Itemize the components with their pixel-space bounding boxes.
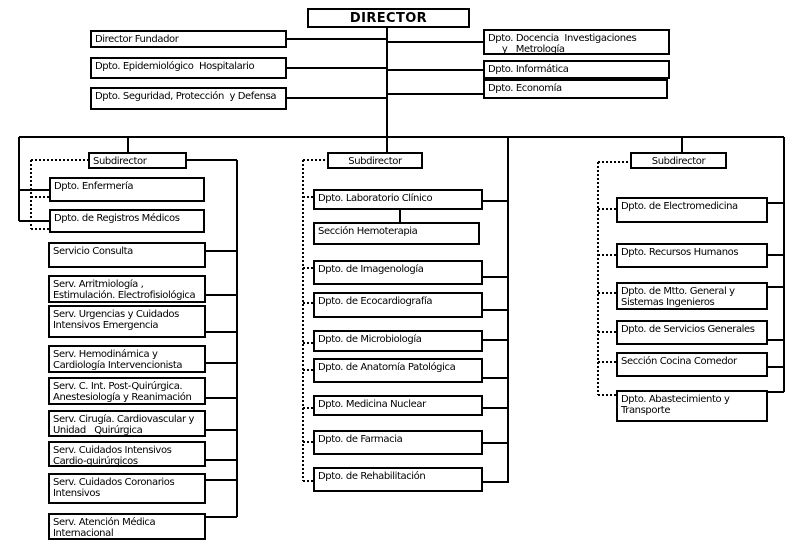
node-dpto-seguridad: Dpto. Seguridad, Protección y Defensa (90, 87, 287, 110)
node-serv-urgencias: Serv. Urgencias y Cuidados Intensivos Em… (48, 305, 206, 338)
node-subdirector-1: Subdirector (88, 152, 187, 169)
node-dpto-abastecimiento: Dpto. Abastecimiento y Transporte (616, 390, 768, 422)
node-servicio-consulta: Servicio Consulta (48, 242, 206, 268)
node-dpto-informatica: Dpto. Informática (483, 60, 670, 79)
node-dpto-mtto-general: Dpto. de Mtto. General y Sistemas Ingeni… (616, 282, 768, 310)
node-seccion-hemoterapia: Sección Hemoterapia (313, 222, 480, 245)
node-serv-arritmologia: Serv. Arritmiología , Estimulación. Elec… (48, 275, 206, 303)
node-dpto-medicina-nuclear: Dpto. Medicina Nuclear (313, 395, 483, 416)
node-dpto-economia: Dpto. Economía (483, 79, 668, 99)
node-director-fundador: Director Fundador (90, 30, 287, 48)
node-subdirector-2: Subdirector (327, 152, 423, 169)
dotted-connectors (30, 159, 630, 482)
node-dpto-registros-medicos: Dpto. de Registros Médicos (49, 209, 205, 233)
node-dpto-imagenologia: Dpto. de Imagenología (313, 260, 483, 285)
node-dpto-laboratorio-clinico: Dpto. Laboratorio Clínico (313, 189, 483, 210)
node-serv-post-quirurgica: Serv. C. Int. Post-Quirúrgica. Anestesio… (48, 377, 206, 405)
node-dpto-servicios-generales: Dpto. de Servicios Generales (616, 320, 768, 345)
node-dpto-docencia: Dpto. Docencia Investigaciones y Metrolo… (483, 29, 670, 55)
node-director: DIRECTOR (307, 8, 470, 28)
node-serv-atencion-medica: Serv. Atención Médica Internacional (48, 513, 206, 540)
node-serv-cuidados-coronarios: Serv. Cuidados Coronarios Intensivos (48, 473, 206, 504)
solid-connectors (18, 28, 785, 518)
node-dpto-electromedicina: Dpto. de Electromedicina (616, 197, 768, 223)
node-dpto-rehabilitacion: Dpto. de Rehabilitación (313, 467, 483, 492)
node-seccion-cocina-comedor: Sección Cocina Comedor (616, 352, 768, 377)
node-dpto-anatomia-patologica: Dpto. de Anatomía Patológica (313, 358, 483, 383)
node-subdirector-3: Subdirector (630, 152, 727, 169)
node-dpto-recursos-humanos: Dpto. Recursos Humanos (616, 243, 768, 268)
node-dpto-farmacia: Dpto. de Farmacia (313, 430, 483, 455)
node-serv-cuidados-intensivos: Serv. Cuidados Intensivos Cardio-quirúrg… (48, 441, 206, 467)
node-dpto-enfermeria: Dpto. Enfermería (49, 177, 205, 202)
node-serv-cirugia-cardiovascular: Serv. Cirugía. Cardiovascular y Unidad Q… (48, 410, 206, 437)
node-serv-hemodinamica: Serv. Hemodinámica y Cardiología Interve… (48, 345, 206, 373)
node-dpto-microbiologia: Dpto. de Microbiología (313, 330, 483, 352)
node-dpto-epidemiologico: Dpto. Epidemiológico Hospitalario (90, 57, 287, 79)
node-dpto-ecocardiografia: Dpto. de Ecocardiografía (313, 292, 483, 318)
